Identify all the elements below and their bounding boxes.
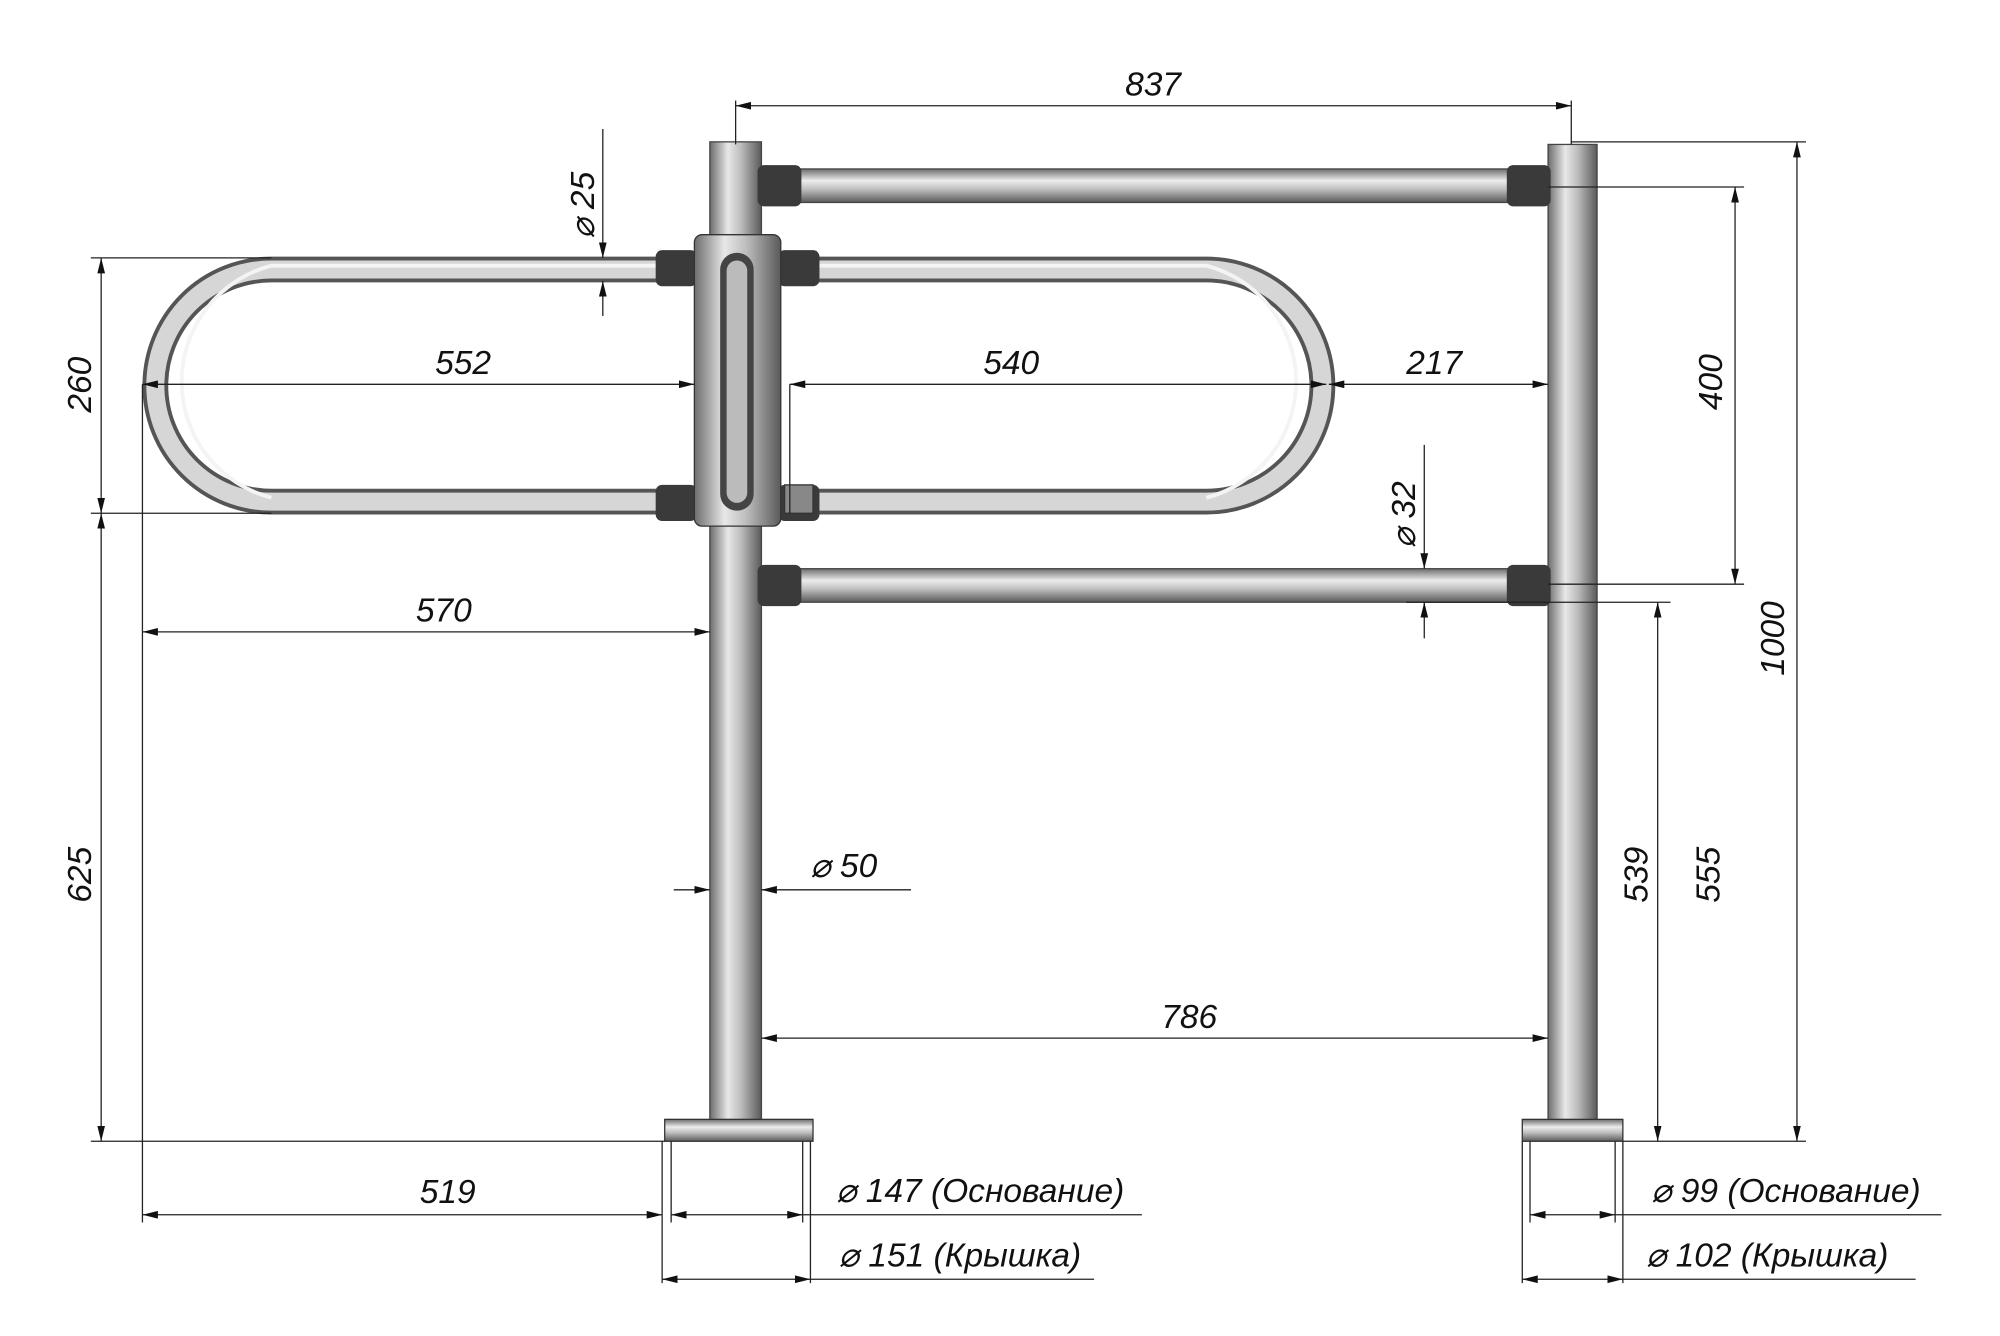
dim-555: 555 [1691,846,1728,902]
dim-400: 400 [1693,354,1730,410]
dim-1000: 1000 [1755,601,1792,676]
dim-diam-32: ⌀ 32 [1386,481,1423,548]
dim-539: 539 [1618,847,1655,903]
dim-837: 837 [1125,66,1182,103]
gate-arm-right [780,256,1336,515]
dim-217: 217 [1405,345,1463,382]
dim-625: 625 [62,846,99,902]
callout-left-base: ⌀ 147 (Основание) [836,1173,1124,1210]
callout-right-cap: ⌀ 102 (Крышка) [1646,1237,1888,1274]
gate-arm-left [142,256,695,515]
left-base [664,1118,814,1142]
dim-519: 519 [420,1174,476,1211]
dim-540: 540 [983,345,1039,382]
dim-570: 570 [416,593,472,630]
dim-diam-50: ⌀ 50 [810,848,877,885]
dim-552: 552 [435,345,491,382]
right-base [1521,1118,1624,1142]
callout-left-cap: ⌀ 151 (Крышка) [839,1237,1081,1274]
top-rail [773,168,1536,204]
dim-diam-25: ⌀ 25 [565,171,602,238]
callout-right-base: ⌀ 99 (Основание) [1651,1173,1920,1210]
dimension-lines [90,100,1942,1284]
lower-rail [773,568,1536,603]
dim-260: 260 [62,356,99,413]
dim-786: 786 [1161,999,1217,1036]
right-post [1547,143,1598,1123]
